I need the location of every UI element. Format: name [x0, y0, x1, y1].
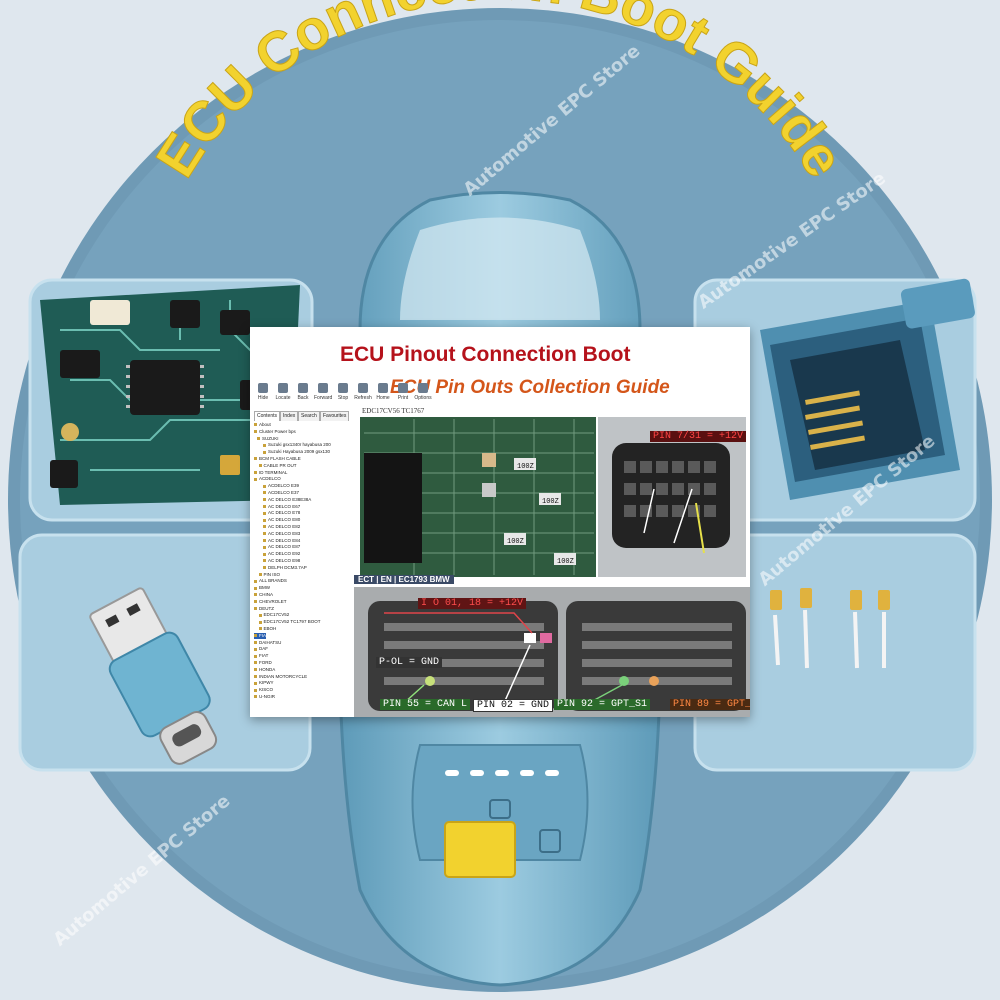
screenshot-subheading: ECU Pin Outs Collection Guide — [390, 377, 670, 398]
tree-item[interactable]: BCM FLASH CABLE — [254, 456, 301, 462]
tree-item[interactable]: AC DELCO E87 — [263, 544, 300, 550]
pin-label: PIN 55 = CAN L — [380, 699, 471, 710]
probe-pins-illustration — [770, 588, 890, 669]
pin-label: PIN 92 = GPT_S1 — [554, 699, 651, 710]
tree-item[interactable]: Cluster Power bps — [254, 429, 296, 435]
ecu-photos: 100Z 100Z 100Z 100Z — [354, 417, 750, 717]
pin-label: P-OL = GND — [376, 657, 443, 668]
tree-item[interactable]: Suzuki gsx1340r hayabusa 200 — [263, 442, 331, 448]
options-button[interactable]: Options — [414, 383, 432, 401]
tree-item[interactable]: About — [254, 422, 271, 428]
tree-item[interactable]: ACDELCO — [254, 476, 281, 482]
tree-item[interactable]: CABLE PR OUT — [259, 463, 297, 469]
tree-item[interactable]: AC DELCO E38E38A — [263, 497, 311, 503]
forward-button[interactable]: Forward — [314, 383, 332, 401]
print-icon — [398, 383, 408, 393]
obd-port — [444, 821, 516, 878]
forward-icon — [318, 383, 328, 393]
usb-adapter-illustration — [89, 587, 218, 765]
tree-item[interactable]: AC DELCO E78 — [263, 510, 300, 516]
tree-item[interactable]: EDC17CV52 — [259, 612, 290, 618]
tree-item[interactable]: FIA — [254, 632, 267, 639]
tree-item[interactable]: DAIHATSU — [254, 640, 281, 646]
tree-item[interactable]: CHEVROLET — [254, 599, 287, 605]
options-icon — [418, 383, 428, 393]
tree-item[interactable]: INDIAN MOTORCYCLE — [254, 674, 307, 680]
hide-button[interactable]: Hide — [254, 383, 272, 401]
stop-button[interactable]: Stop — [334, 383, 352, 401]
tree-item[interactable]: U-NGIR — [254, 694, 275, 700]
tree-item[interactable]: Suzuki Hayabusa 2009 gsx130 — [263, 449, 330, 455]
tree-item[interactable]: FORD — [254, 660, 272, 666]
ecu-bottom-label: ECT | EN | EC1793 BMW — [354, 575, 454, 584]
tab-index[interactable]: Index — [280, 411, 299, 421]
home-icon — [378, 383, 388, 393]
tree-item[interactable]: EBOH — [259, 626, 277, 632]
tree-item[interactable]: HONDA — [254, 667, 275, 673]
tree-item[interactable]: FIAT — [254, 653, 268, 659]
software-screenshot: ECU Pinout Connection Boot ECU Pin Outs … — [250, 327, 750, 717]
home-button[interactable]: Home — [374, 383, 392, 401]
pin-label: PIN 89 = GPT_S — [670, 699, 750, 710]
tree-item[interactable]: AC DELCO E82 — [263, 524, 300, 530]
pin-label: PIN 7/31 = +12V — [650, 431, 747, 442]
tab-favourites[interactable]: Favourites — [320, 411, 350, 421]
help-toolbar: Hide Locate Back Forward Stop Refresh Ho… — [254, 383, 444, 411]
tree-item[interactable]: DAF — [254, 646, 268, 652]
tree-item[interactable]: SUZUKI — [257, 436, 279, 442]
chip-label: 100Z — [507, 538, 524, 546]
tree-item[interactable]: ACDELCO E37 — [263, 490, 299, 496]
tree-item[interactable]: EDC17CV52 TC1797 BOOT — [259, 619, 321, 625]
tree-item[interactable]: ALL BRANDS — [254, 578, 287, 584]
chip-label: 100Z — [542, 498, 559, 506]
refresh-button[interactable]: Refresh — [354, 383, 372, 401]
chip-label: 100Z — [517, 463, 534, 471]
print-button[interactable]: Print — [394, 383, 412, 401]
pcb-illustration — [40, 285, 300, 505]
locate-icon — [278, 383, 288, 393]
tree-item[interactable]: AC DELCO E67 — [263, 504, 300, 510]
tree-item[interactable]: PIN ISO — [259, 572, 281, 578]
pin-label: PIN 02 = GND — [473, 699, 554, 712]
back-icon — [298, 383, 308, 393]
tree-item[interactable]: KIPWY — [254, 680, 274, 686]
ecu-top-label: EDC17CV56 TC1767 — [362, 407, 425, 415]
pin-label: I O 01, 18 = +12V — [418, 598, 527, 609]
tree-item[interactable]: AC DELCO E83 — [263, 531, 300, 537]
tree-item[interactable]: DEUTZ — [254, 606, 274, 612]
screenshot-heading: ECU Pinout Connection Boot — [340, 343, 631, 366]
tree-item[interactable]: CHINA — [254, 592, 273, 598]
tree-item[interactable]: AC DELCO E84 — [263, 538, 300, 544]
tree-item[interactable]: AC DELCO E98 — [263, 558, 300, 564]
tree-item[interactable]: ID TERMINAL — [254, 470, 287, 476]
tree-item[interactable]: ACDELCO E39 — [263, 483, 299, 489]
tab-contents[interactable]: Contents — [254, 411, 281, 421]
tree-item[interactable]: AC DELCO E80 — [263, 517, 300, 523]
tree-item[interactable]: AC DELCO E92 — [263, 551, 300, 557]
tab-search[interactable]: Search — [298, 411, 320, 421]
refresh-icon — [358, 383, 368, 393]
nav-tabs: Contents Index Search Favourites — [254, 411, 354, 421]
chip-label: 100Z — [557, 558, 574, 566]
tree-item[interactable]: DELPH DCM3.7AP — [263, 565, 307, 571]
back-button[interactable]: Back — [294, 383, 312, 401]
tree-item[interactable]: BMW — [254, 585, 270, 591]
locate-button[interactable]: Locate — [274, 383, 292, 401]
connector-illustration — [760, 278, 975, 500]
stop-icon — [338, 383, 348, 393]
tree-item[interactable]: KISCO — [254, 687, 273, 693]
hide-icon — [258, 383, 268, 393]
